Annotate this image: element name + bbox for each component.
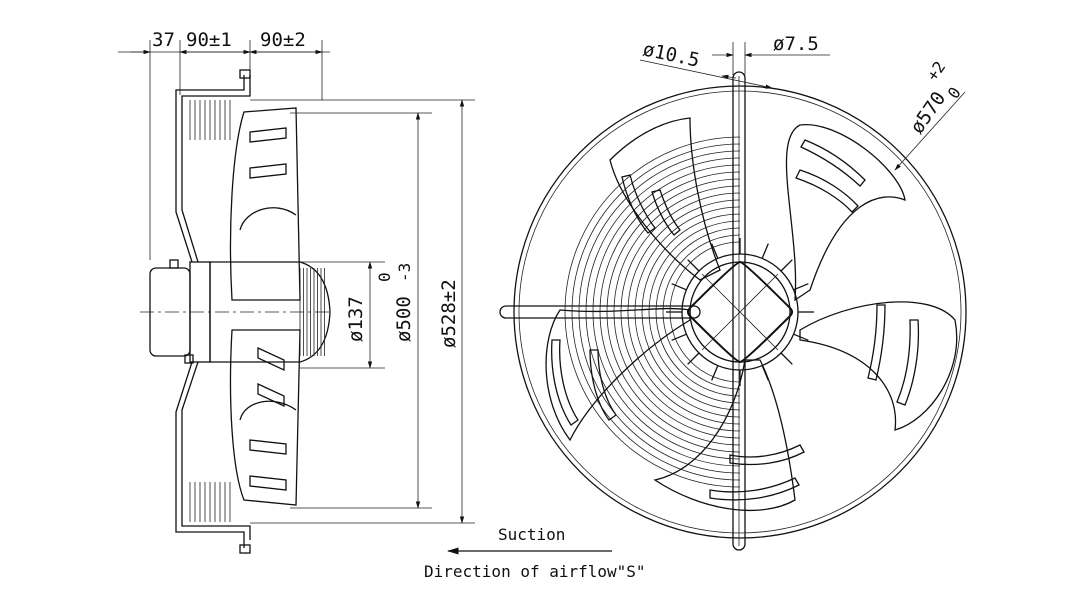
front-view: ø10.5 ø7.5 ø570 +2 0 [499, 33, 967, 551]
dim-37: 37 [152, 29, 175, 51]
fan-blades-side [229, 107, 301, 506]
guard-bracket [175, 69, 251, 554]
suction-label: Suction [498, 525, 565, 544]
side-view: 37 90±1 90±2 [118, 29, 475, 554]
airflow-annotation: Suction Direction of airflow"S" [424, 525, 646, 581]
guard-wire-ribs [189, 100, 231, 522]
dim-570: ø570 [906, 88, 950, 138]
hub [209, 261, 331, 363]
dim-500-tol-bottom: -3 [395, 263, 414, 282]
guard-rings [513, 85, 967, 539]
airflow-direction-label: Direction of airflow"S" [424, 562, 646, 581]
top-dimension-chain: 37 90±1 90±2 [118, 29, 330, 260]
dim-500-tol-top: 0 [375, 272, 394, 282]
dim-528: ø528±2 [438, 279, 460, 348]
outer-diameter-callout: ø570 +2 0 [894, 58, 966, 171]
dim-90-2: 90±2 [260, 29, 306, 51]
vertical-dimensions: ø137 ø500 0 -3 ø528±2 [250, 99, 475, 524]
hole-dim-7-5: ø7.5 [773, 33, 819, 55]
hole-callouts: ø10.5 ø7.5 [639, 33, 830, 89]
motor-body [140, 259, 330, 364]
blade-slots-front [551, 139, 920, 501]
dim-570-tol-top: +2 [923, 58, 950, 85]
dim-137: ø137 [345, 296, 367, 342]
dim-500: ø500 [393, 296, 415, 342]
fan-blades-front [545, 117, 958, 511]
hub-front [666, 238, 814, 386]
dim-90-1: 90±1 [186, 29, 232, 51]
